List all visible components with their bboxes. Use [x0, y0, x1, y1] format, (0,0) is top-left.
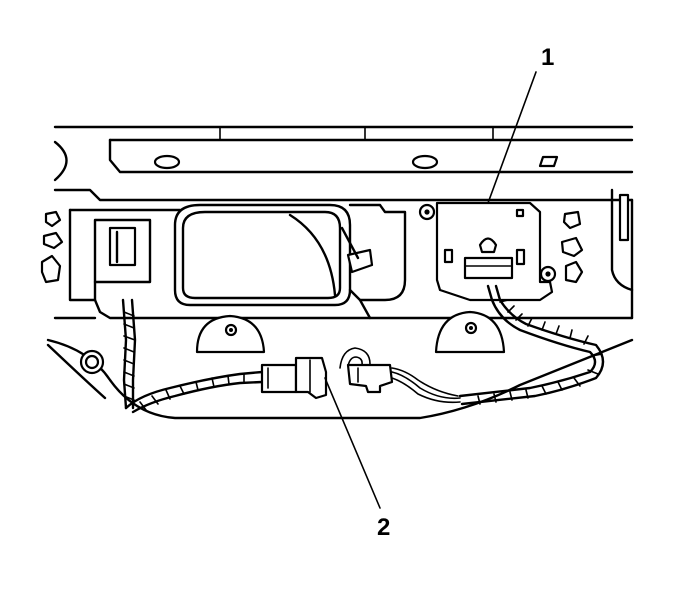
power-window-switch	[418, 201, 557, 302]
callout-1: 1	[541, 44, 554, 71]
mounting-bosses	[79, 310, 506, 375]
electrical-connector	[260, 356, 394, 400]
door-handle-opening	[173, 203, 374, 307]
left-clip-holes	[40, 210, 64, 284]
callout-2: 2	[377, 514, 390, 541]
wiring-harness	[121, 284, 605, 414]
upper-trim-rail	[53, 125, 634, 202]
right-clip-holes	[560, 210, 584, 284]
left-bracket	[93, 218, 152, 302]
center-panel	[348, 203, 407, 320]
leader-line-2	[324, 377, 381, 509]
leader-line-1	[487, 71, 537, 204]
leader-lines	[324, 71, 537, 509]
